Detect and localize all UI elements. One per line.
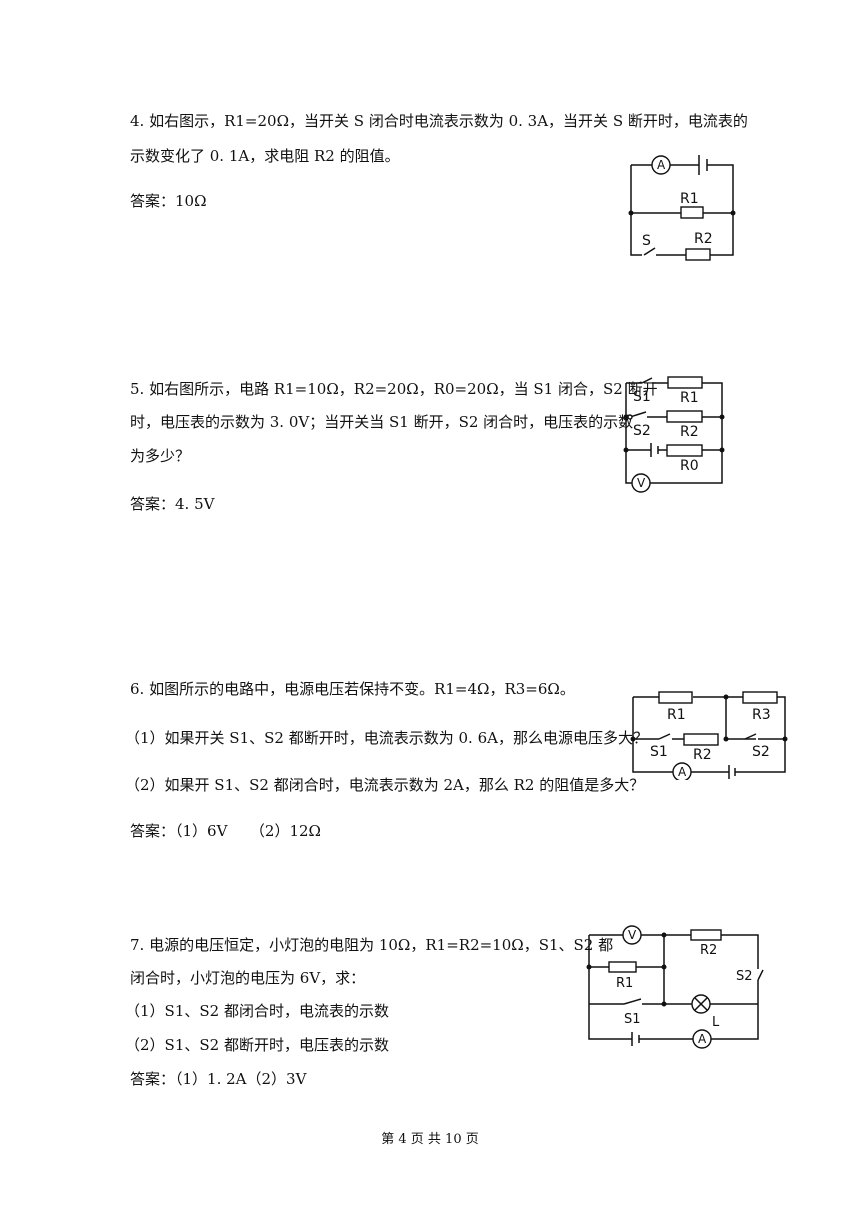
voltmeter-label: V <box>628 928 637 942</box>
r3-label: R3 <box>752 707 771 723</box>
problem-6-line-1: 6. 如图所示的电路中，电源电压若保持不变。R1=4Ω，R3=6Ω。 <box>130 680 575 698</box>
problem-5-line-2: 时，电压表的示数为 3. 0V；当开关当 S1 断开，S2 闭合时，电压表的示数 <box>130 413 634 431</box>
problem-7-question-1: （1）S1、S2 都闭合时，电流表的示数 <box>125 1002 389 1020</box>
problem-5-answer: 答案：4. 5V <box>130 495 215 513</box>
switch2-label: S2 <box>633 423 651 439</box>
switch-label: S <box>642 233 651 249</box>
r2-label: R2 <box>680 424 699 440</box>
lamp-label: L <box>712 1015 720 1030</box>
circuit-diagram-6: A R1 R3 R2 S1 S2 <box>630 691 788 780</box>
r2-label: R2 <box>693 747 712 763</box>
voltmeter-label: V <box>637 476 646 490</box>
r1-label: R1 <box>616 976 633 991</box>
problem-4-line-2: 示数变化了 0. 1A，求电阻 R2 的阻值。 <box>130 147 400 165</box>
problem-7-question-2: （2）S1、S2 都断开时，电压表的示数 <box>125 1036 389 1054</box>
problem-6-answer: 答案：（1）6V （2）12Ω <box>130 822 321 840</box>
ammeter-label: A <box>698 1032 707 1046</box>
ammeter-label: A <box>678 765 687 779</box>
r1-label: R1 <box>680 191 699 207</box>
switch2-label: S2 <box>736 969 753 984</box>
page-footer: 第 4 页 共 10 页 <box>381 1132 479 1147</box>
problem-4-line-1: 4. 如右图示，R1=20Ω，当开关 S 闭合时电流表示数为 0. 3A，当开关… <box>130 112 748 130</box>
switch1-label: S1 <box>650 744 668 760</box>
problem-6-question-1: （1）如果开关 S1、S2 都断开时，电流表示数为 0. 6A，那么电源电压多大… <box>125 729 648 747</box>
r2-label: R2 <box>700 943 717 958</box>
switch1-label: S1 <box>624 1012 641 1027</box>
circuit-diagram-5: V S1 S2 R1 R2 R0 <box>623 376 725 493</box>
r0-label: R0 <box>680 458 699 474</box>
switch1-label: S1 <box>633 389 651 405</box>
r1-label: R1 <box>667 707 686 723</box>
r2-label: R2 <box>694 231 713 247</box>
switch2-label: S2 <box>752 744 770 760</box>
problem-7-line-1: 7. 电源的电压恒定，小灯泡的电阻为 10Ω，R1=R2=10Ω，S1、S2 都 <box>130 936 614 954</box>
problem-5-line-3: 为多少？ <box>130 447 191 465</box>
r1-label: R1 <box>680 390 699 406</box>
circuit-diagram-7: V R2 R1 S2 S1 L A <box>586 925 764 1049</box>
problem-4-answer: 答案：10Ω <box>130 192 207 210</box>
problem-5-line-1: 5. 如右图所示，电路 R1=10Ω，R2=20Ω，R0=20Ω，当 S1 闭合… <box>130 380 658 398</box>
circuit-diagram-4: A R1 R2 S <box>628 155 736 261</box>
problem-7-line-2: 闭合时，小灯泡的电压为 6V，求： <box>130 969 366 987</box>
problem-6-question-2: （2）如果开 S1、S2 都闭合时，电流表示数为 2A，那么 R2 的阻值是多大… <box>125 776 645 794</box>
ammeter-label: A <box>657 158 666 172</box>
problem-7-answer: 答案：（1）1. 2A（2）3V <box>130 1070 307 1088</box>
